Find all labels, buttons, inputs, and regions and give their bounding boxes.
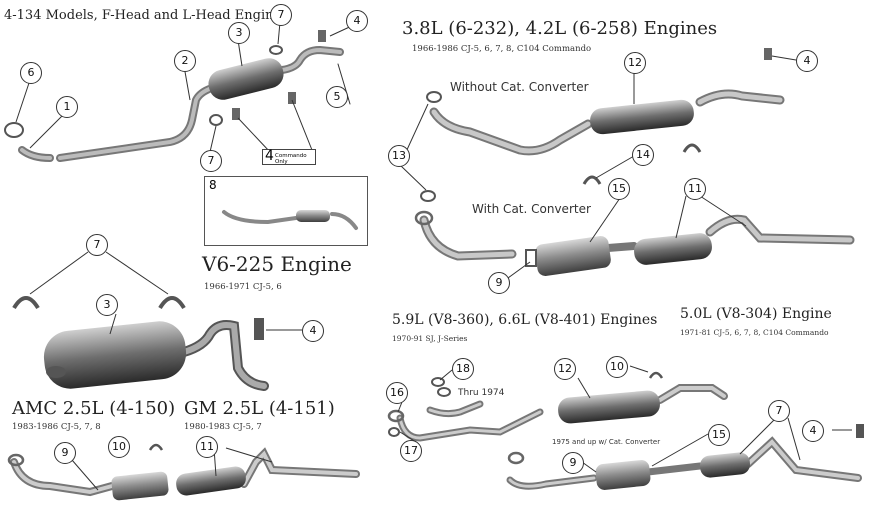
callout-part: 16: [386, 382, 408, 404]
four-cyl-exhaust-parts: [10, 447, 360, 497]
callout-part: 11: [684, 178, 706, 200]
callout-part: 17: [400, 440, 422, 462]
section-title-amc: AMC 2.5L (4-150): [12, 398, 176, 419]
clamp-icon: [12, 296, 40, 310]
commando-part-number: 4: [265, 148, 274, 164]
muffler-icon: [634, 233, 712, 265]
box8-drawing: [222, 210, 358, 230]
part-8-inset: 8: [204, 176, 368, 246]
muffler-icon: [558, 390, 660, 424]
callout-part: 7: [270, 4, 292, 26]
clamp-icon: [582, 175, 602, 185]
six-cyl-exhaust-parts: [419, 89, 855, 261]
clamp-icon: [682, 143, 702, 153]
callout-part: 1: [56, 96, 78, 118]
part-8-label: 8: [209, 178, 217, 192]
callout-part: 4: [796, 50, 818, 72]
callout-part: 9: [562, 452, 584, 474]
hanger-icon: [288, 92, 296, 104]
clamp-icon: [158, 296, 186, 310]
note-1975-cat: 1975 and up w/ Cat. Converter: [552, 438, 661, 446]
gasket-icon: [420, 190, 436, 202]
muffler-icon: [296, 210, 330, 222]
callout-part: 2: [174, 50, 196, 72]
hanger-icon: [764, 48, 772, 60]
note-thru-1974: Thru 1974: [458, 388, 505, 398]
callout-part: 5: [326, 86, 348, 108]
gasket-icon: [525, 249, 537, 267]
callout-part: 18: [452, 358, 474, 380]
hanger-icon: [254, 318, 264, 340]
section-subtitle-six-cyl: 1966-1986 CJ-5, 6, 7, 8, C104 Commando: [412, 44, 592, 54]
clamp-icon: [648, 371, 664, 379]
gasket-icon: [437, 387, 451, 397]
gasket-icon: [4, 122, 24, 138]
commando-only-text: Commando Only: [275, 153, 307, 165]
callout-part: 11: [196, 436, 218, 458]
clamp-icon: [209, 114, 223, 126]
f-head-exhaust-parts: [18, 45, 351, 162]
callout-part: 4: [346, 10, 368, 32]
section-title-v8-360: 5.9L (V8-360), 6.6L (V8-401) Engines: [392, 312, 658, 328]
muffler-icon: [208, 58, 284, 100]
note-without-cat: Without Cat. Converter: [450, 80, 589, 94]
clamp-icon: [269, 45, 283, 55]
section-subtitle-v6-225: 1966-1971 CJ-5, 6: [204, 282, 282, 292]
callout-part: 4: [302, 320, 324, 342]
section-title-v6-225: V6-225 Engine: [202, 252, 352, 276]
gasket-icon: [388, 427, 400, 437]
section-subtitle-v8-304: 1971-81 CJ-5, 6, 7, 8, C104 Commando: [680, 328, 829, 337]
callout-part: 7: [86, 234, 108, 256]
callout-part: 14: [632, 144, 654, 166]
callout-part: 7: [200, 150, 222, 172]
section-title-f-head: 4-134 Models, F-Head and L-Head Engines: [4, 8, 288, 23]
hanger-icon: [232, 108, 240, 120]
v6-225-exhaust-parts: [179, 320, 269, 391]
callout-part: 15: [608, 178, 630, 200]
flange-icon: [414, 210, 434, 226]
callout-part: 10: [606, 356, 628, 378]
flange-icon: [7, 453, 25, 467]
hanger-icon: [318, 30, 326, 42]
callout-part: 10: [108, 436, 130, 458]
catalytic-converter-icon: [535, 236, 611, 276]
note-with-cat: With Cat. Converter: [472, 202, 591, 216]
section-title-six-cyl: 3.8L (6-232), 4.2L (6-258) Engines: [402, 18, 718, 39]
callout-part: 15: [708, 424, 730, 446]
section-title-v8-304: 5.0L (V8-304) Engine: [680, 306, 832, 322]
clamp-icon: [148, 443, 164, 451]
section-subtitle-gm: 1980-1983 CJ-5, 7: [184, 422, 262, 432]
flange-icon: [387, 409, 405, 423]
callout-part: 12: [624, 52, 646, 74]
callout-part: 3: [228, 22, 250, 44]
callout-part: 12: [554, 358, 576, 380]
hanger-icon: [856, 424, 864, 438]
v8-exhaust-parts: [396, 384, 862, 490]
section-title-gm: GM 2.5L (4-151): [184, 398, 335, 419]
callout-part: 9: [488, 272, 510, 294]
callout-part: 3: [96, 294, 118, 316]
callout-part: 4: [802, 420, 824, 442]
callout-part: 9: [54, 442, 76, 464]
commando-only-label: 4 Commando Only: [262, 148, 316, 165]
callout-part: 7: [768, 400, 790, 422]
muffler-icon: [43, 321, 187, 389]
catalytic-converter-icon: [111, 471, 169, 501]
muffler-icon: [590, 99, 694, 135]
muffler-icon: [699, 452, 751, 478]
section-subtitle-amc: 1983-1986 CJ-5, 7, 8: [12, 422, 101, 432]
gasket-icon: [431, 377, 445, 387]
muffler-icon: [176, 466, 246, 496]
callout-part: 6: [20, 62, 42, 84]
callout-part: 13: [388, 145, 410, 167]
flange-icon: [507, 451, 525, 465]
gasket-icon: [426, 91, 442, 103]
section-subtitle-v8-360: 1970-91 SJ, J-Series: [392, 334, 468, 343]
catalytic-converter-icon: [595, 460, 651, 490]
